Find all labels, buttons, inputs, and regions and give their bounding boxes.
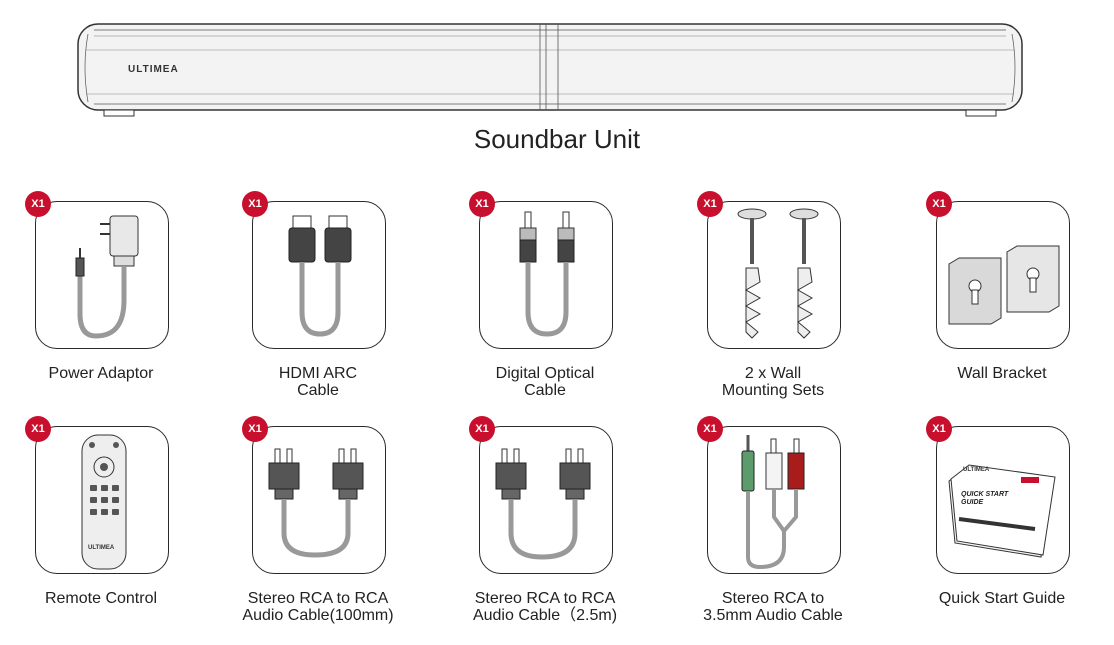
quantity-badge: X1 [926, 416, 952, 442]
rca-cable-short-icon [268, 448, 364, 558]
soundbar-illustration: ULTIMEA [74, 20, 1026, 120]
guide-title: QUICK START [961, 491, 1009, 498]
page-title: Soundbar Unit [473, 124, 641, 154]
soundbar-brand: ULTIMEA [128, 64, 179, 75]
item-card: ULTIMEA [35, 426, 169, 574]
quick-start-guide-icon [948, 464, 1056, 558]
item-card [252, 426, 386, 574]
quantity-badge: X1 [926, 191, 952, 217]
quantity-badge: X1 [242, 191, 268, 217]
item-label: Power Adaptor [48, 365, 154, 382]
item-label: Wall Bracket [957, 365, 1047, 382]
item-label: Remote Control [44, 590, 158, 607]
quantity-badge: X1 [697, 416, 723, 442]
quantity-badge: X1 [25, 191, 51, 217]
item-card [479, 426, 613, 574]
quantity-badge: X1 [242, 416, 268, 442]
quantity-badge: X1 [25, 416, 51, 442]
quantity-badge: X1 [469, 416, 495, 442]
guide-title-2: GUIDE [961, 499, 984, 506]
remote-control-icon [81, 434, 127, 570]
item-card [479, 201, 613, 349]
hdmi-cable-icon [288, 215, 352, 337]
item-card [252, 201, 386, 349]
item-card [35, 201, 169, 349]
item-card [707, 426, 841, 574]
optical-cable-icon [519, 211, 575, 337]
quantity-badge: X1 [697, 191, 723, 217]
power-adapter-icon [75, 215, 139, 339]
item-card [707, 201, 841, 349]
item-card [936, 201, 1070, 349]
item-label: Quick Start Guide [938, 590, 1066, 607]
rca-cable-long-icon [495, 448, 591, 560]
rca-to-aux-cable-icon [741, 435, 805, 569]
quantity-badge: X1 [469, 191, 495, 217]
wall-bracket-icon [948, 245, 1060, 325]
item-card: ULTIMEA QUICK START GUIDE [936, 426, 1070, 574]
remote-brand: ULTIMEA [88, 545, 115, 551]
wall-screws-icon [737, 208, 819, 339]
guide-brand: ULTIMEA [963, 467, 990, 473]
